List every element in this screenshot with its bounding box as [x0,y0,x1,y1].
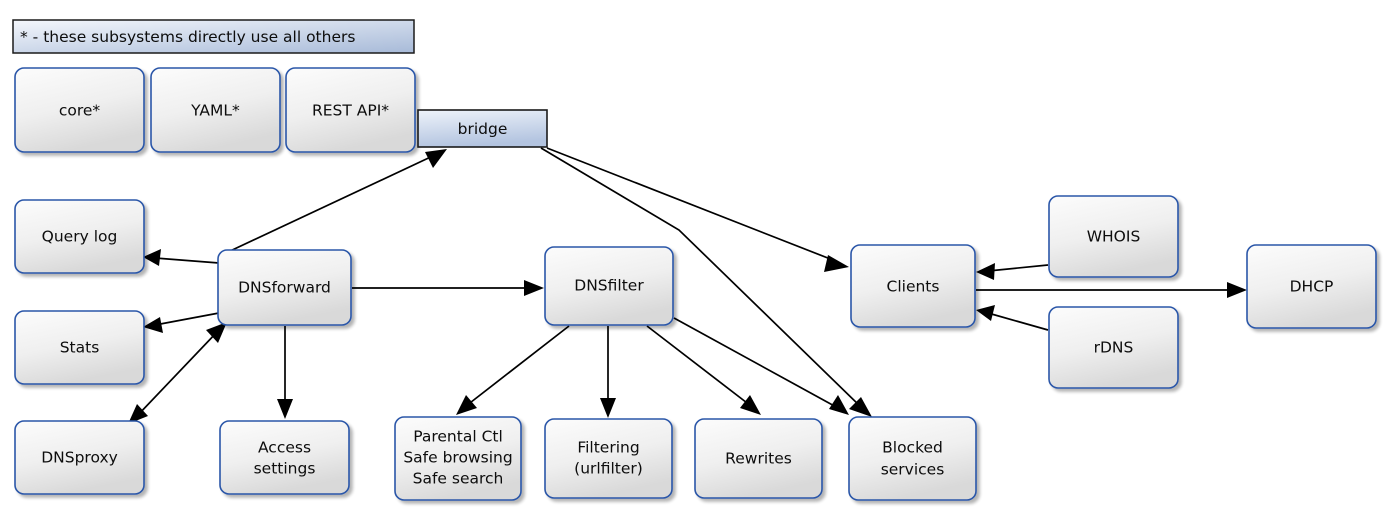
node-stats[interactable]: Stats [14,310,145,385]
node-dnsforward-label: DNSforward [238,279,331,297]
node-parental-controls-label-line3: Safe search [413,470,504,488]
node-rewrites[interactable]: Rewrites [694,418,823,499]
node-filtering-label-line1: Filtering [577,439,639,457]
node-query-log[interactable]: Query log [14,199,145,274]
edge-rdns-to-clients [976,305,1049,331]
edge-dnsforward-to-bridge [227,149,447,253]
node-dhcp-label: DHCP [1290,278,1334,296]
node-dnsproxy-label: DNSproxy [41,449,118,467]
node-yaml-label: YAML* [190,102,240,120]
edge-dnsforward-to-stats [143,312,220,333]
edge-dnsforward-to-dnsproxy [128,322,227,424]
node-blocked-services-label-line2: services [881,461,945,479]
node-query-log-label: Query log [42,228,118,246]
node-rdns[interactable]: rDNS [1048,306,1179,389]
node-bridge-label: bridge [458,120,508,138]
node-dnsproxy[interactable]: DNSproxy [14,420,145,495]
node-dnsfilter[interactable]: DNSfilter [544,246,674,326]
node-clients[interactable]: Clients [850,244,976,328]
node-rest-api[interactable]: REST API* [285,67,416,153]
edge-dnsfilter-to-rewrites [646,325,761,415]
node-filtering[interactable]: Filtering (urlfilter) [544,418,673,499]
node-dnsforward[interactable]: DNSforward [217,249,352,326]
edge-dnsforward-to-access-settings [277,326,293,419]
edge-layer [128,147,1247,424]
edge-dnsfilter-to-blocked-services [673,317,849,415]
edge-whois-to-clients [976,263,1049,280]
node-clients-label: Clients [887,278,940,296]
node-access-settings[interactable]: Access settings [219,420,350,495]
node-rest-api-label: REST API* [312,102,389,120]
node-access-settings-label-line1: Access [258,439,311,457]
node-yaml[interactable]: YAML* [150,67,281,153]
node-core-label: core* [59,102,101,120]
node-filtering-label-line2: (urlfilter) [574,460,643,478]
edge-clients-to-dhcp [976,282,1247,298]
edge-bridge-to-blocked-services [540,147,872,417]
node-rewrites-label: Rewrites [725,450,792,468]
edge-dnsfilter-to-filtering [600,326,616,418]
legend-note-text: * - these subsystems directly use all ot… [20,28,355,46]
node-dhcp[interactable]: DHCP [1246,244,1377,329]
edge-dnsforward-to-query-log [143,249,220,266]
edge-dnsforward-to-dnsfilter [352,280,544,296]
node-bridge[interactable]: bridge [417,109,548,148]
node-rdns-label: rDNS [1094,339,1134,357]
node-blocked-services-label-line1: Blocked [882,439,943,457]
node-blocked-services[interactable]: Blocked services [848,416,977,501]
node-access-settings-label-line2: settings [254,460,316,478]
edge-bridge-to-clients [546,147,849,272]
node-whois-label: WHOIS [1087,228,1141,246]
node-parental-controls[interactable]: Parental Ctl Safe browsing Safe search [394,416,522,501]
node-parental-controls-label-line1: Parental Ctl [413,428,503,446]
legend-note: * - these subsystems directly use all ot… [12,19,415,54]
node-dnsfilter-label: DNSfilter [574,277,644,295]
node-parental-controls-label-line2: Safe browsing [403,449,512,467]
node-stats-label: Stats [60,339,100,357]
node-core[interactable]: core* [14,67,145,153]
edge-dnsfilter-to-parental-controls [456,325,570,415]
node-whois[interactable]: WHOIS [1048,195,1179,278]
